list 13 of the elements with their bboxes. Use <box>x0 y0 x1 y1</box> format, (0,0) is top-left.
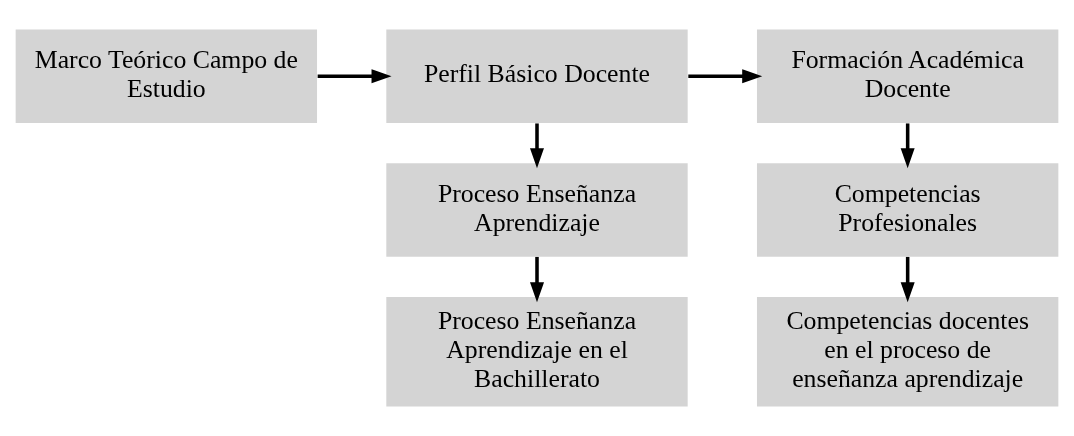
node-box: Formación Académica Docente <box>757 29 1059 123</box>
node-box: Proceso Enseñanza Aprendizaje <box>386 163 688 257</box>
node-box: Competencias Profesionales <box>757 163 1059 257</box>
arrow <box>900 256 915 303</box>
arrow <box>688 69 763 84</box>
arrow <box>317 69 392 84</box>
arrow <box>530 256 544 303</box>
arrow <box>530 123 544 169</box>
node-box: Competencias docentes en el proceso de enseñanza aprendizaje <box>757 296 1059 407</box>
node-box: Marco Teórico Campo de Estudio <box>15 29 317 123</box>
node-box: Perfil Básico Docente <box>386 29 688 123</box>
node-box: Proceso Enseñanza Aprendizaje en el Bachillerato <box>386 296 688 407</box>
arrow <box>900 123 915 169</box>
